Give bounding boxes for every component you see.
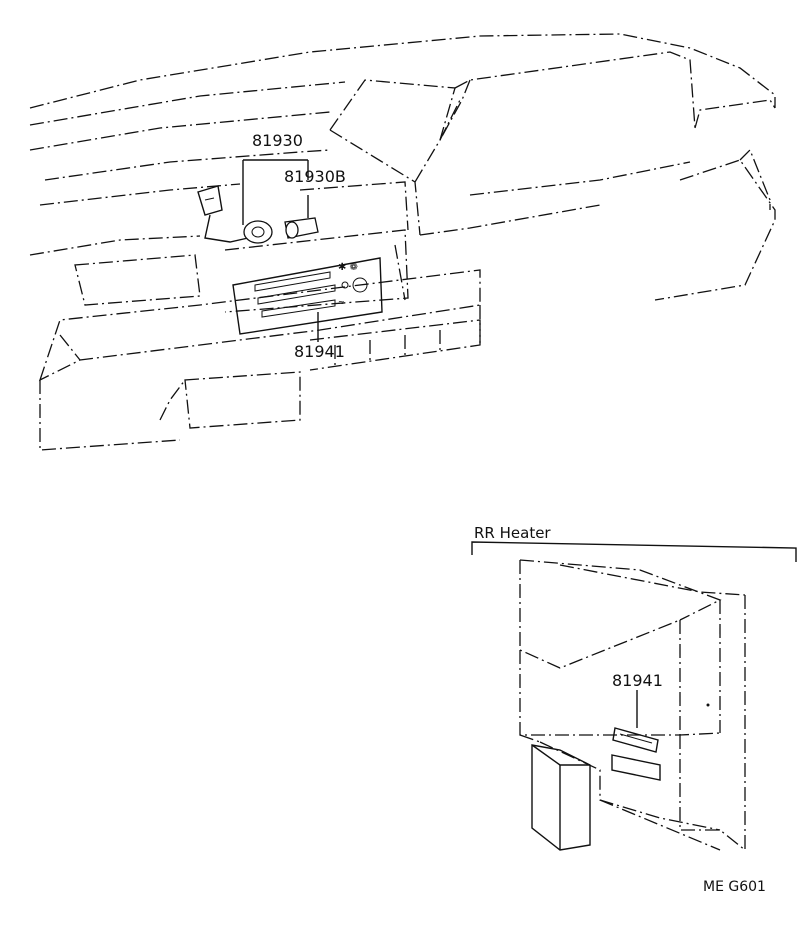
callout-81941-dash: 81941 [294, 342, 345, 361]
callout-81930: 81930 [252, 131, 303, 150]
svg-text:≈: ≈ [338, 298, 345, 307]
figure-code: ME G601 [703, 879, 766, 895]
dashboard-drawing: ✱ ❁ ≈ [29, 33, 776, 451]
callout-81941-rr: 81941 [612, 671, 663, 690]
callout-81930b: 81930B [284, 167, 346, 186]
svg-text:✱ ❁: ✱ ❁ [338, 262, 358, 273]
heater-control-panel: ✱ ❁ ≈ [232, 257, 383, 335]
rr-heater-drawing [471, 541, 797, 851]
bulb-socket-assembly [197, 185, 319, 244]
section-label-rr-heater: RR Heater [474, 524, 551, 542]
